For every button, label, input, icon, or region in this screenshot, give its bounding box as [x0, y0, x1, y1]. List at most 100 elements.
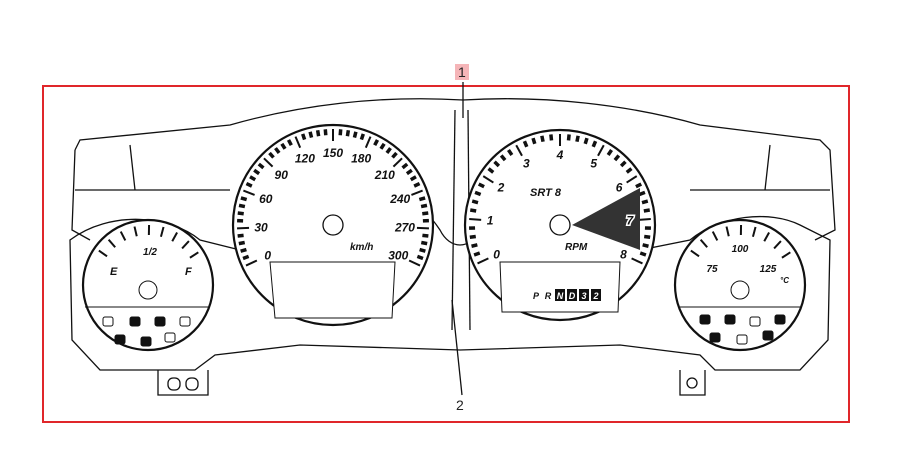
temp-tick	[690, 249, 700, 258]
temp-tick	[781, 251, 791, 259]
speed-unit: km/h	[350, 242, 373, 253]
speedo-display	[269, 261, 396, 319]
brand-logo: SRT 8	[530, 187, 562, 199]
speedometer-tick	[280, 142, 287, 150]
mount-right-hole	[686, 377, 698, 389]
speedometer-label: 150	[323, 146, 343, 160]
tachometer-tick	[531, 137, 537, 145]
tachometer-tick	[643, 208, 651, 213]
gear-indicator: 3	[581, 291, 586, 301]
fuel-tick	[133, 226, 138, 237]
tachometer-tick	[591, 140, 598, 148]
gear-indicator: 2	[592, 291, 598, 301]
speedometer-tick	[238, 240, 246, 246]
temp-unit: °C	[780, 276, 789, 285]
tachometer-label: 2	[497, 180, 505, 194]
speedometer-tick	[401, 162, 409, 170]
headlight-icon	[774, 314, 786, 325]
temp-tick	[751, 226, 757, 237]
speedometer-tick	[301, 133, 307, 141]
tachometer-tick	[473, 251, 481, 257]
tachometer-tick	[638, 190, 646, 197]
fuel-empty-label: E	[110, 266, 118, 278]
gear-indicator: N	[557, 291, 564, 301]
speedometer-tick	[286, 139, 293, 147]
speedometer-tick	[408, 259, 421, 267]
speedometer-tick	[242, 254, 250, 261]
speedometer-tick	[420, 203, 428, 209]
fuel-tick	[159, 226, 165, 237]
tachometer-tick	[471, 199, 479, 205]
seatbelt-icon	[154, 316, 166, 327]
tachometer-tick	[549, 134, 554, 141]
tachometer-tick	[474, 190, 482, 197]
speedometer-tick	[391, 151, 398, 159]
tachometer-label: 5	[590, 157, 597, 171]
gear-box	[591, 289, 601, 301]
fuel-tick	[107, 239, 116, 248]
tachometer-label: 8	[620, 248, 627, 262]
tachometer-tick	[471, 243, 478, 248]
gear-box	[567, 289, 577, 301]
tachometer-label: 7	[627, 213, 635, 227]
tachometer-tick	[619, 160, 627, 168]
speedometer-tick	[253, 168, 261, 176]
turn-left-icon	[129, 316, 141, 327]
tachometer-tick	[566, 134, 571, 141]
brake-icon	[114, 334, 126, 345]
temp-tick	[699, 239, 708, 248]
speedometer-label: 60	[259, 192, 273, 206]
speedometer-tick	[422, 211, 429, 216]
tachometer-tick	[613, 154, 621, 162]
tachometer-label: 3	[523, 157, 530, 171]
tachometer-tick	[507, 149, 514, 156]
redline-zone	[572, 188, 640, 250]
speedometer-tick	[345, 129, 351, 137]
temp-gauge-hub	[730, 280, 750, 300]
callout-frame	[42, 85, 850, 423]
speedometer-tick	[268, 151, 275, 159]
speedometer-tick	[257, 162, 265, 170]
gear-indicator: D	[569, 291, 576, 301]
tpms-icon	[179, 316, 191, 327]
speedometer-label: 240	[389, 192, 410, 206]
fuel-door-icon	[736, 334, 748, 345]
speedometer-tick	[392, 157, 403, 168]
turn-right-icon	[164, 332, 176, 343]
speedometer-label: 210	[374, 168, 395, 182]
tachometer-tick	[499, 154, 507, 162]
tachometer-tick	[641, 199, 649, 205]
speedometer-tick	[237, 211, 244, 216]
tachometer-tick	[643, 234, 651, 240]
tachometer-tick	[639, 251, 647, 257]
gear-box	[579, 289, 589, 301]
speedometer-tick	[405, 168, 413, 176]
temp-tick	[773, 240, 782, 250]
tachometer-tick	[522, 140, 529, 148]
tachometer-label: 0	[493, 248, 500, 262]
speedometer-label: 270	[394, 221, 415, 235]
fuel-tick	[119, 231, 127, 241]
speedometer-tick	[416, 254, 424, 261]
oil-pressure-icon	[699, 314, 711, 325]
tachometer-tick	[477, 257, 489, 265]
tachometer-tick	[642, 243, 649, 248]
tachometer-tick	[626, 175, 638, 184]
battery-icon	[709, 332, 721, 343]
speedometer-tick	[419, 247, 426, 253]
speedometer-tick	[352, 131, 358, 139]
speedometer-tick	[263, 157, 274, 168]
gear-box	[555, 289, 565, 301]
speedometer-label: 0	[264, 248, 271, 262]
mount-right	[679, 370, 706, 396]
speedometer-tick	[359, 133, 365, 141]
speedometer-tick	[294, 136, 302, 149]
speedometer-label: 30	[254, 221, 268, 235]
callout-1: 1	[455, 64, 469, 80]
rpm-unit: RPM	[565, 242, 588, 253]
tachometer-tick	[477, 182, 485, 189]
hood-lower	[71, 144, 830, 241]
speedometer-tick	[420, 240, 428, 246]
temp-tick	[725, 226, 730, 237]
